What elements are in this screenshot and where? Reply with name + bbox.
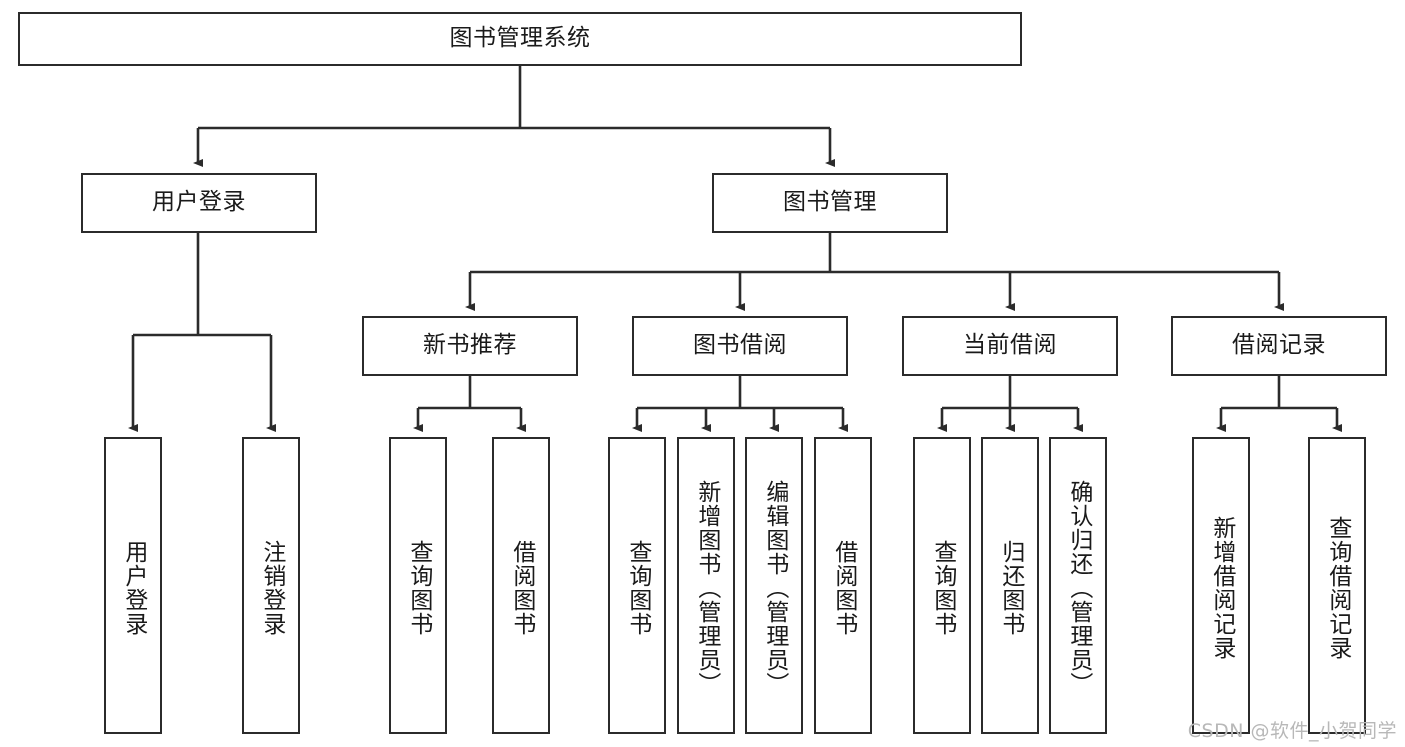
- leaf-add-book-admin[interactable]: 新增图书（管理员）: [677, 437, 735, 734]
- node-label: 查询图书: [929, 539, 956, 636]
- node-current-borrow[interactable]: 当前借阅: [902, 316, 1118, 376]
- node-user-login[interactable]: 用户登录: [81, 173, 317, 233]
- leaf-query-books-current[interactable]: 查询图书: [913, 437, 971, 734]
- node-root-system[interactable]: 图书管理系统: [18, 12, 1022, 66]
- node-label: 确认归还（管理员）: [1065, 479, 1092, 696]
- node-label: 借阅图书: [830, 539, 857, 636]
- leaf-add-borrow-record[interactable]: 新增借阅记录: [1192, 437, 1250, 734]
- leaf-borrow-book[interactable]: 借阅图书: [814, 437, 872, 734]
- node-new-book-recommend[interactable]: 新书推荐: [362, 316, 578, 376]
- node-label: 注销登录: [258, 539, 285, 636]
- leaf-query-books-recommend[interactable]: 查询图书: [389, 437, 447, 734]
- node-book-borrow[interactable]: 图书借阅: [632, 316, 848, 376]
- node-label: 图书借阅: [693, 332, 787, 359]
- node-label: 用户登录: [152, 189, 246, 216]
- leaf-logout[interactable]: 注销登录: [242, 437, 300, 734]
- node-label: 借阅图书: [508, 539, 535, 636]
- node-borrow-records[interactable]: 借阅记录: [1171, 316, 1387, 376]
- leaf-user-login[interactable]: 用户登录: [104, 437, 162, 734]
- leaf-confirm-return-admin[interactable]: 确认归还（管理员）: [1049, 437, 1107, 734]
- node-label: 归还图书: [997, 539, 1024, 636]
- node-label: 图书管理: [783, 189, 877, 216]
- node-label: 用户登录: [120, 539, 147, 636]
- node-label: 查询图书: [624, 539, 651, 636]
- node-label: 当前借阅: [963, 332, 1057, 359]
- node-label: 查询借阅记录: [1324, 515, 1351, 660]
- node-label: 新增借阅记录: [1208, 515, 1235, 660]
- leaf-query-books-borrow[interactable]: 查询图书: [608, 437, 666, 734]
- node-label: 图书管理系统: [449, 25, 591, 52]
- leaf-edit-book-admin[interactable]: 编辑图书（管理员）: [745, 437, 803, 734]
- node-label: 新增图书（管理员）: [693, 479, 720, 696]
- leaf-borrow-books-recommend[interactable]: 借阅图书: [492, 437, 550, 734]
- node-book-management[interactable]: 图书管理: [712, 173, 948, 233]
- node-label: 新书推荐: [423, 332, 517, 359]
- node-label: 编辑图书（管理员）: [761, 479, 788, 696]
- watermark-text: CSDN @软件_小贺同学: [1187, 720, 1397, 742]
- node-label: 借阅记录: [1232, 332, 1326, 359]
- leaf-return-book[interactable]: 归还图书: [981, 437, 1039, 734]
- leaf-query-borrow-record[interactable]: 查询借阅记录: [1308, 437, 1366, 734]
- node-label: 查询图书: [405, 539, 432, 636]
